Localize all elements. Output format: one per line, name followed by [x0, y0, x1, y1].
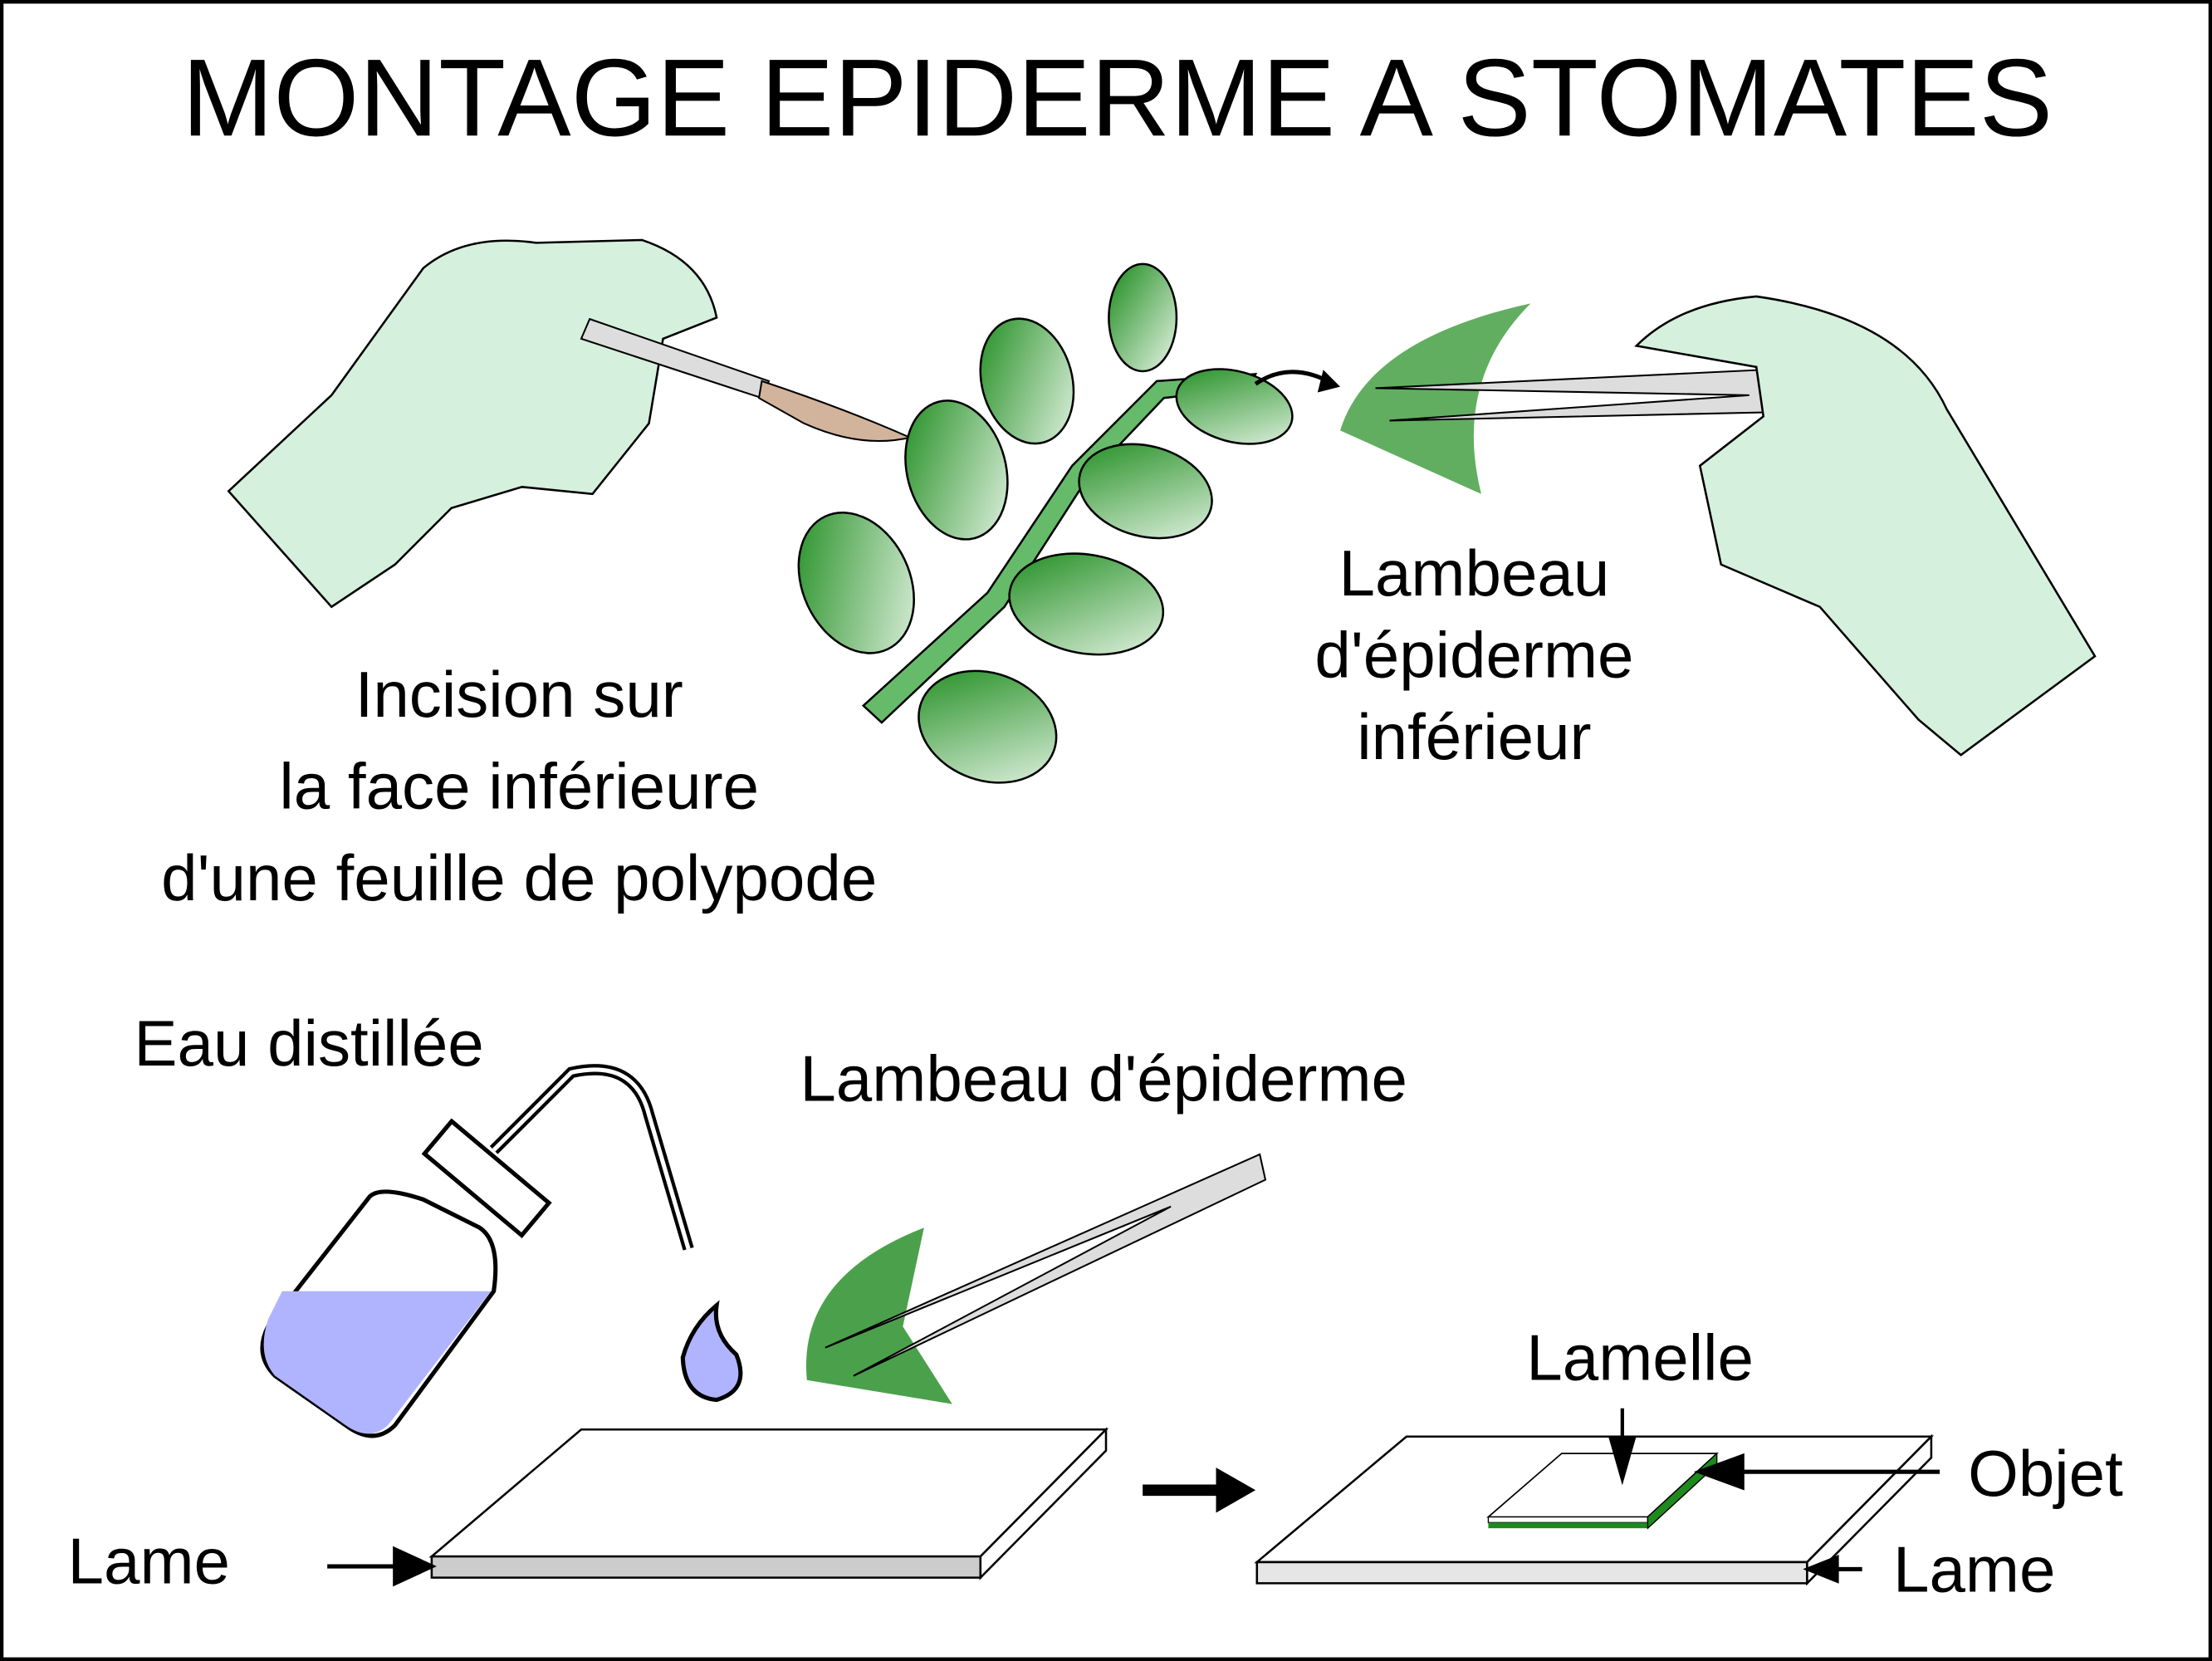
caption-line: Incision sur: [355, 658, 683, 731]
epidermis-flap-icon: [1340, 303, 1531, 494]
arrow-head-icon: [1317, 370, 1341, 393]
forceps-icon: [825, 1153, 1267, 1377]
slide-label-right: Lame: [1893, 1533, 2055, 1606]
transition-arrow-icon: [1143, 1467, 1256, 1513]
water-drop-icon: [680, 1300, 743, 1403]
caption-line: inférieur: [1357, 700, 1591, 773]
caption-line: d'une feuille de polypode: [161, 841, 877, 914]
caption-line: d'épiderme: [1314, 619, 1633, 692]
coverslip-with-object: [1486, 1452, 1719, 1530]
polypode-leaf-icon: [797, 262, 1294, 784]
gloved-hand-with-forceps: [1634, 295, 2097, 757]
wash-bottle-icon: [260, 1064, 694, 1438]
forceps-icon: [1375, 369, 1776, 422]
caption-line: Lambeau: [1339, 537, 1610, 610]
water-label: Eau distillée: [134, 1007, 483, 1080]
caption-line: la face inférieure: [279, 750, 759, 823]
page-title: MONTAGE EPIDERME A STOMATES: [182, 37, 2053, 159]
step1-caption: Incision sur la face inférieure d'une fe…: [161, 658, 877, 914]
object-label: Objet: [1968, 1437, 2123, 1510]
slide-label-left: Lame: [68, 1524, 230, 1597]
arrow-down-icon: [1608, 1408, 1637, 1486]
arrow-right-icon: [327, 1546, 437, 1587]
arrow-left-icon: [1693, 1453, 1940, 1491]
step2-caption: Lambeau d'épiderme inférieur: [1314, 537, 1633, 773]
arrow-left-icon: [1803, 1555, 1862, 1584]
coverslip-label: Lamelle: [1526, 1321, 1754, 1394]
epidermis-flap-icon: [805, 1227, 952, 1404]
flap-label: Lambeau d'épiderme: [800, 1041, 1407, 1115]
microscope-slide-left: [428, 1427, 1109, 1580]
gloved-hand-with-scalpel: [227, 238, 913, 609]
